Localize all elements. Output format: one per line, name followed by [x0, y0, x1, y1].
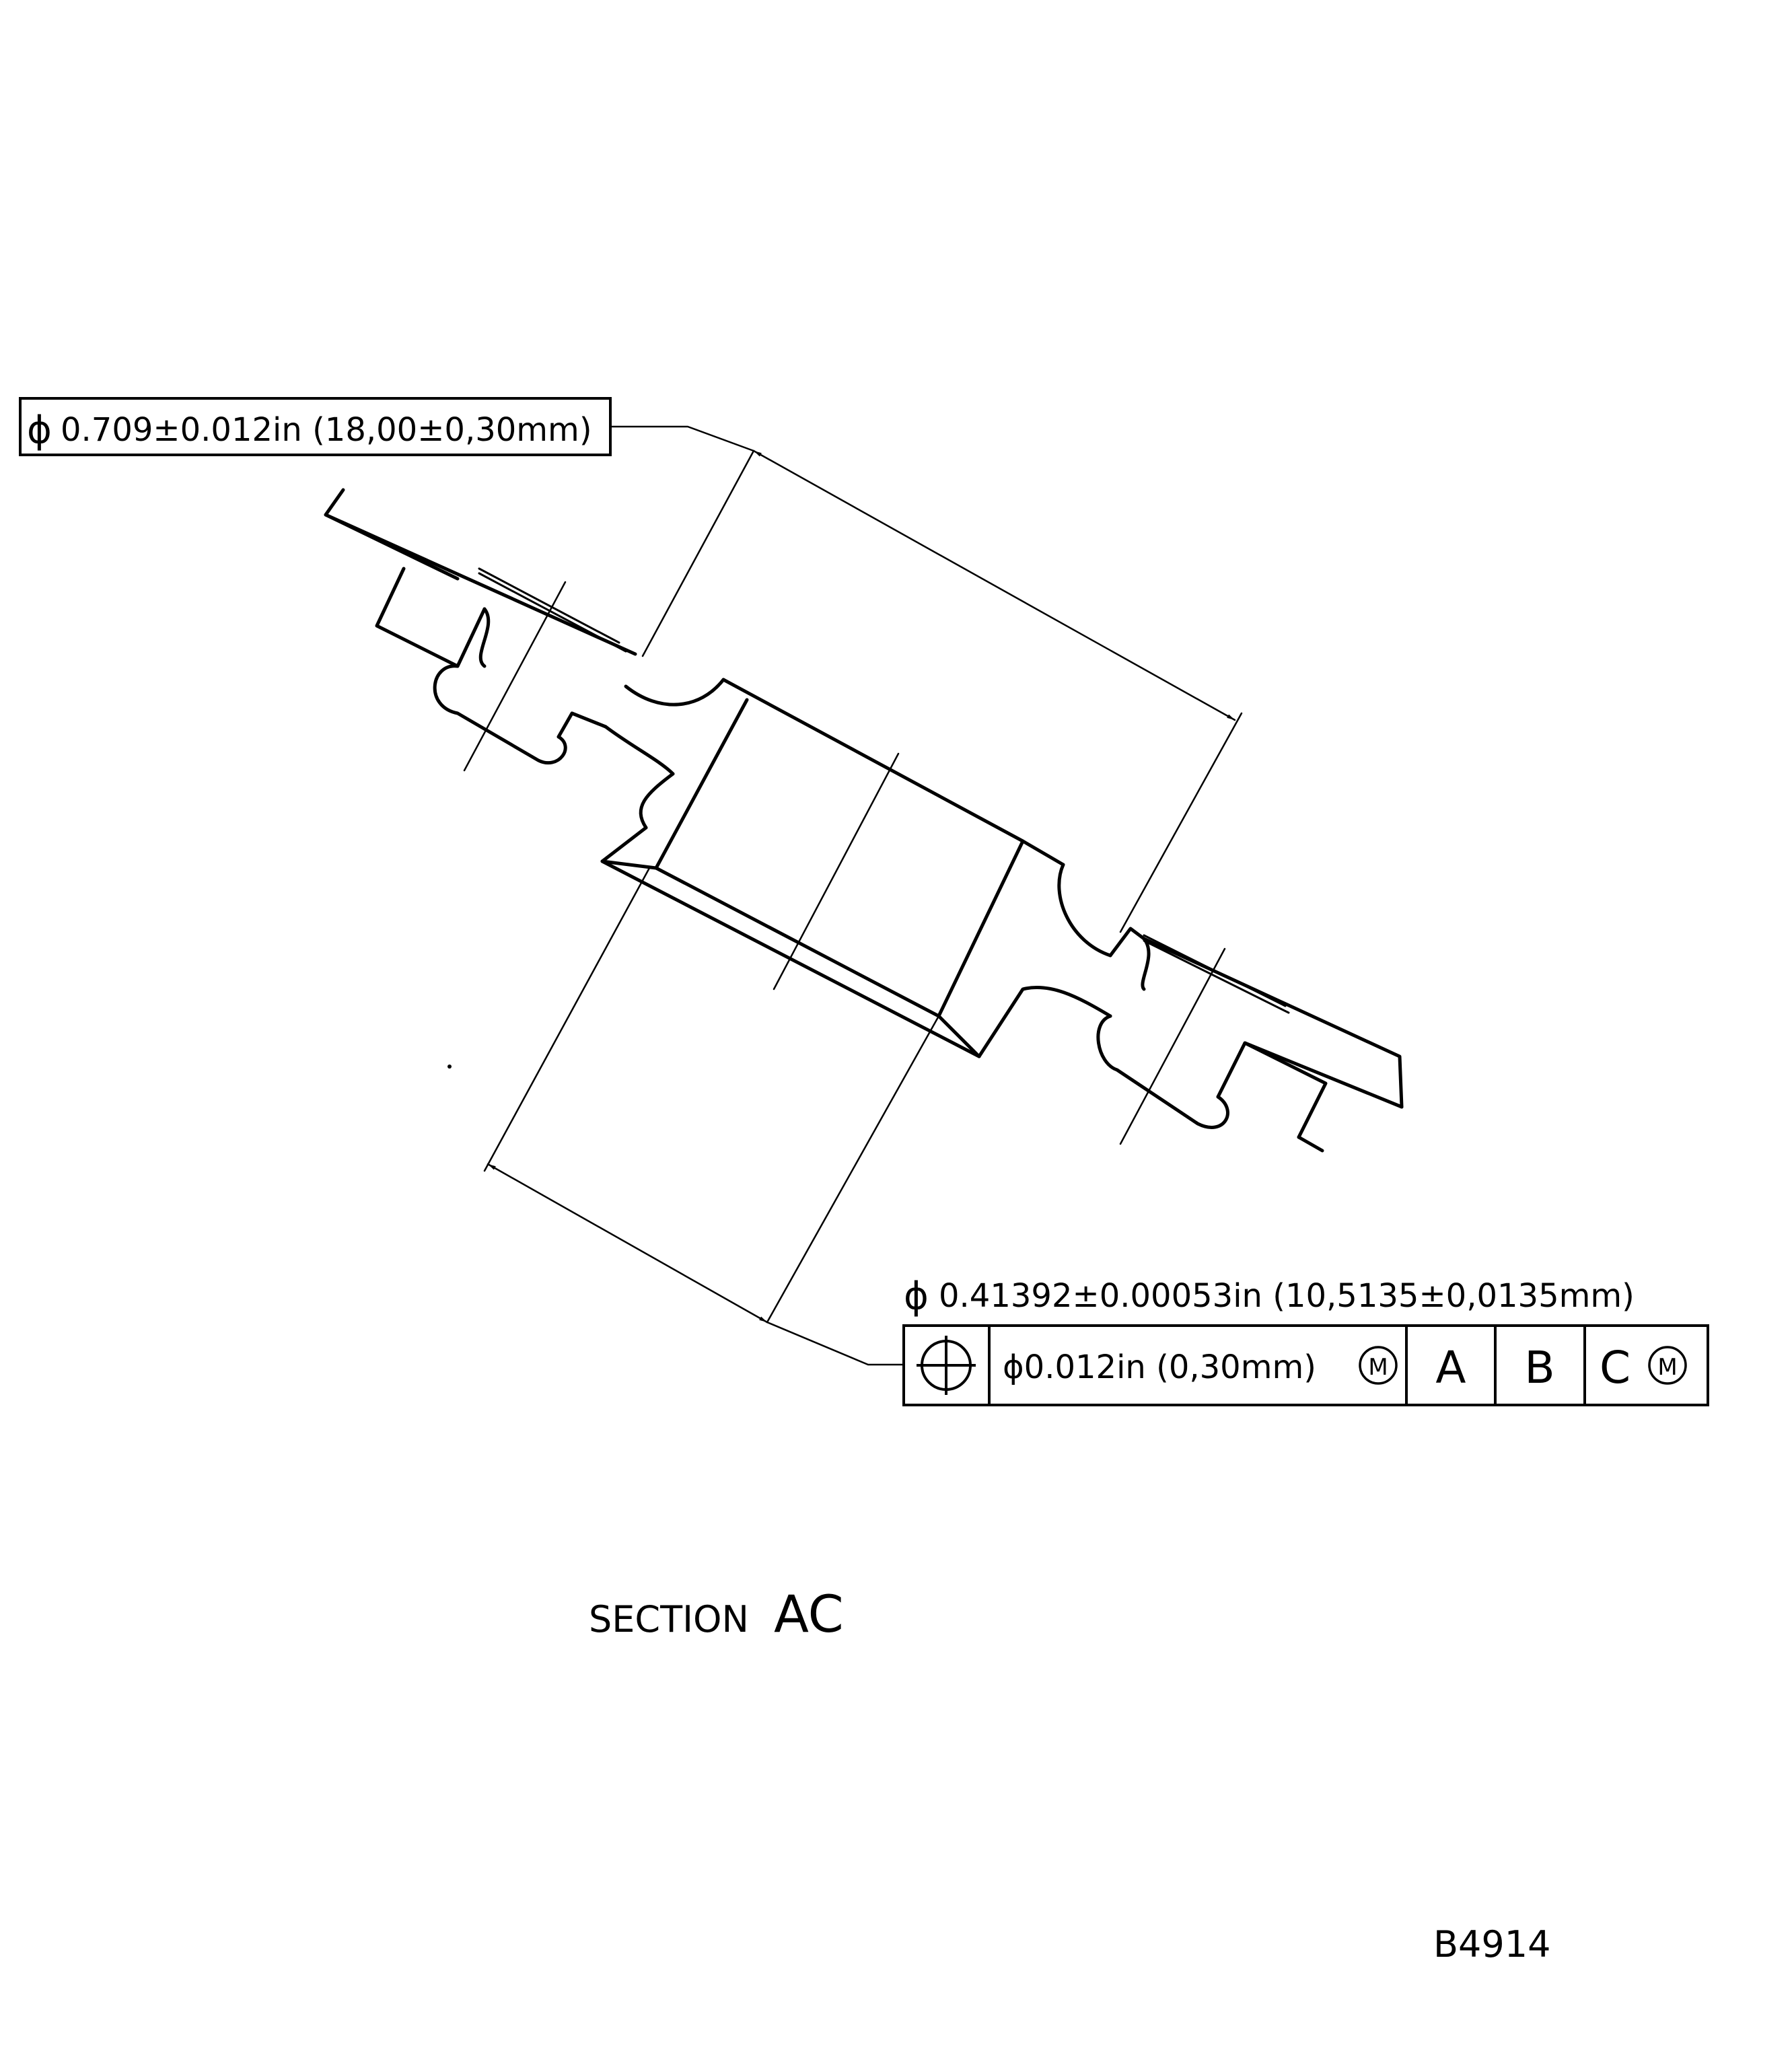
section-label: SECTION AC: [589, 1584, 844, 1644]
section-label-letters: AC: [774, 1584, 844, 1644]
outer-diameter-value: 0.709±0.012in (18,00±0,30mm): [61, 411, 592, 449]
bore-diameter-value: 0.41392±0.00053in (10,5135±0,0135mm): [939, 1277, 1635, 1315]
svg-text:M: M: [1657, 1354, 1677, 1381]
outer-diameter-symbol: ϕ: [27, 408, 52, 452]
section-label-prefix: SECTION: [589, 1598, 749, 1641]
dimension-outer-diameter: [609, 425, 1243, 933]
fcf-datum-a: A: [1435, 1342, 1466, 1394]
stray-dot: [447, 1065, 452, 1069]
feature-control-frame: ϕ0.012in (0,30mm) M A B C M: [902, 1324, 1709, 1406]
outer-diameter-callout: ϕ 0.709±0.012in (18,00±0,30mm): [19, 397, 612, 456]
fcf-tolerance: ϕ0.012in (0,30mm): [1003, 1348, 1316, 1386]
bore-diameter-callout: ϕ 0.41392±0.00053in (10,5135±0,0135mm): [904, 1274, 1635, 1318]
position-symbol-icon: [917, 1336, 976, 1395]
drawing-id: B4914: [1433, 1923, 1550, 1966]
dimension-bore-diameter: [483, 867, 940, 1366]
svg-text:M: M: [1368, 1354, 1388, 1381]
fcf-datum-c-mmc-modifier: M: [1648, 1346, 1687, 1385]
fcf-datum-b: B: [1524, 1342, 1554, 1394]
part-outline: [324, 488, 1404, 1153]
centerlines: [463, 581, 1226, 1145]
bore-diameter-symbol: ϕ: [904, 1274, 929, 1318]
fcf-datum-c: C: [1600, 1342, 1630, 1394]
fcf-mmc-modifier: M: [1359, 1346, 1398, 1385]
outer-diameter-frame: [19, 397, 612, 456]
